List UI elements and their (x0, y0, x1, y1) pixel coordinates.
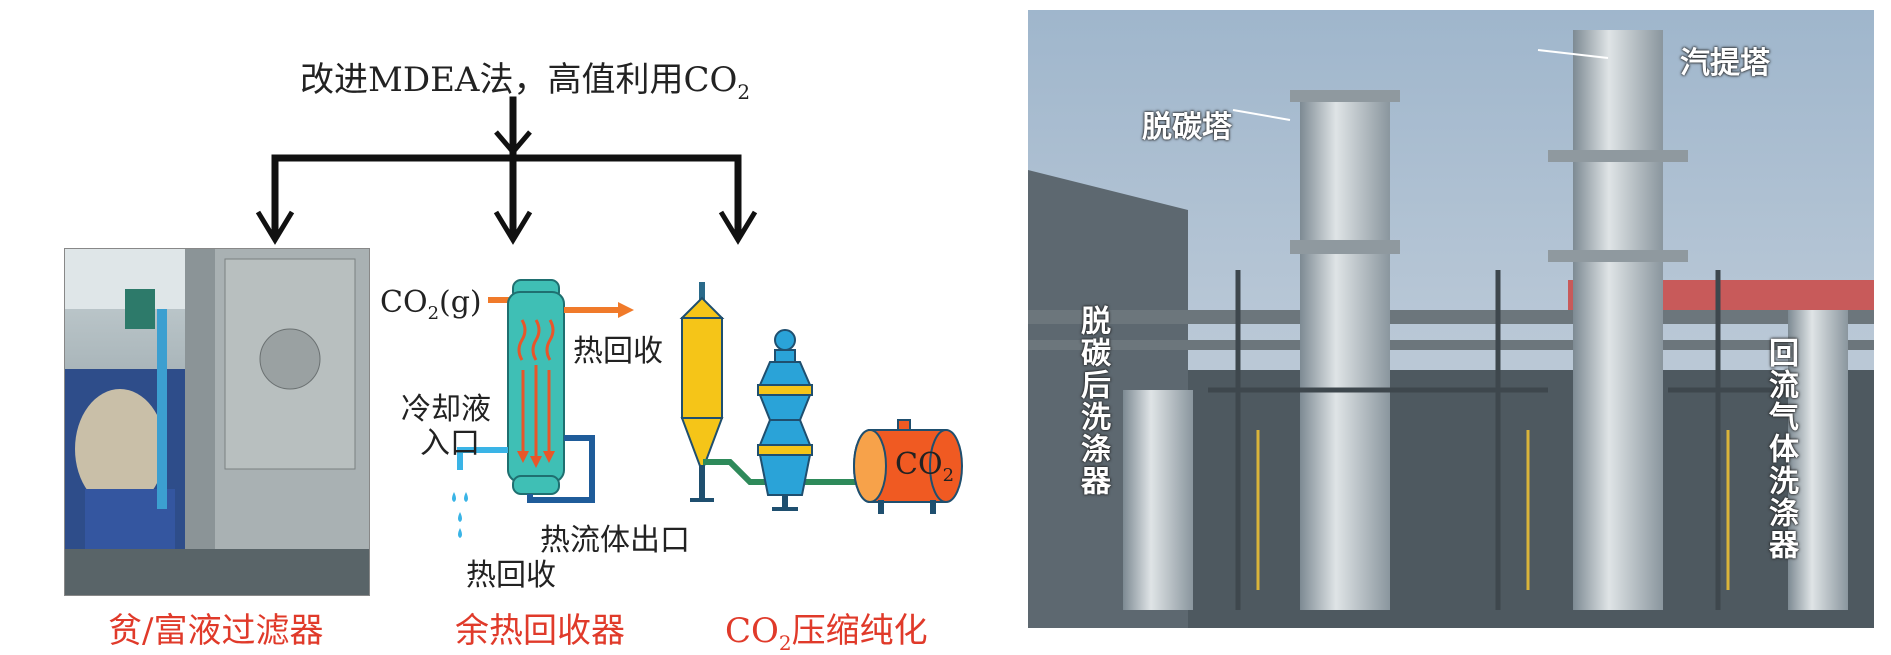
title-subscript: 2 (737, 79, 751, 104)
caption-co2-suffix: 压缩纯化 (791, 611, 928, 651)
post-decarb-washer (1123, 390, 1193, 610)
process-diagram (452, 279, 963, 538)
label-stripper: 汽提塔 (1680, 46, 1770, 81)
coolant-inlet-label-2: 入口 (420, 426, 480, 461)
caption-filter: 贫/富液过滤器 (108, 611, 324, 651)
caption-heat-recovery-unit: 余热回收器 (455, 611, 625, 651)
tank-co2-sub: 2 (942, 465, 955, 486)
co2-gas-sub: 2 (427, 303, 440, 324)
stripper-tower (1573, 30, 1663, 610)
coolant-inlet-label-1: 冷却液 (401, 392, 491, 427)
label-reflux-gas-washer: 回流气体洗涤器 (1763, 337, 1798, 561)
label-post-decarb-washer: 脱碳后洗涤器 (1075, 305, 1110, 497)
compression-column (757, 329, 813, 511)
coolant-droplets (452, 492, 468, 538)
diagram-title: 改进MDEA法，高值利用CO2 (300, 52, 750, 104)
hot-fluid-outlet-label: 热流体出口 (540, 523, 690, 558)
heat-recovery-top-label: 热回收 (573, 334, 663, 369)
branch-arrows (255, 96, 758, 245)
green-pipe-1 (703, 459, 775, 485)
label-decarb-tower: 脱碳塔 (1142, 110, 1232, 145)
filter-photo (64, 248, 370, 596)
heat-recovery-bottom-label: 热回收 (466, 558, 556, 593)
co2-gas-prefix: CO (380, 285, 428, 320)
title-text: 改进MDEA法，高值利用CO (300, 60, 738, 100)
caption-co2-prefix: CO (725, 611, 779, 651)
co2-gas-label: CO2(g) (380, 285, 482, 324)
heat-exchanger (507, 279, 565, 495)
tank-co2-label: CO2 (895, 447, 954, 486)
co2-gas-suffix: (g) (439, 285, 482, 320)
caption-co2-compression: CO2压缩纯化 (725, 603, 928, 655)
plant-photo (1028, 10, 1874, 628)
reflux-gas-washer (1788, 310, 1848, 610)
hot-fluid-pipe (527, 435, 595, 503)
separator-vessel (679, 282, 725, 502)
coolant-pipe (457, 447, 508, 470)
caption-co2-sub: 2 (778, 630, 792, 655)
co2-tank (853, 419, 963, 514)
heat-recovery-arrow (564, 302, 634, 318)
decarb-tower (1300, 90, 1390, 610)
tank-co2-prefix: CO (895, 447, 943, 482)
